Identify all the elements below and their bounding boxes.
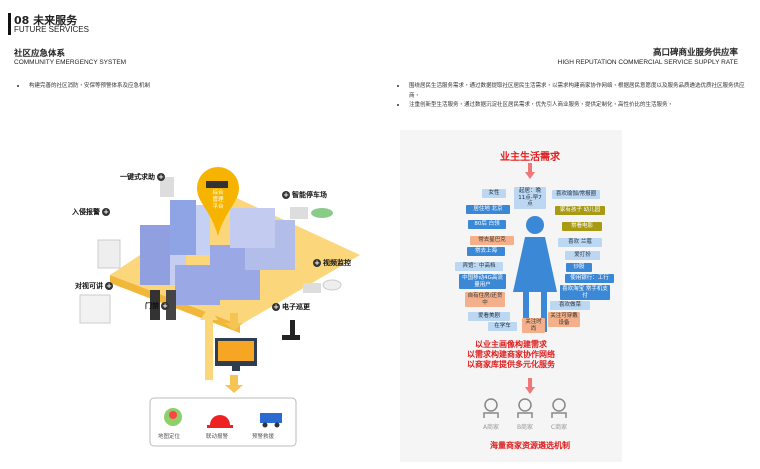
page-subtitle: FUTURE SERVICES	[14, 25, 89, 34]
need-tag: 喜欢 兰蔻	[558, 238, 602, 247]
page-title: 08 未来服务	[14, 14, 78, 27]
label-video-intercom[interactable]: 对视可讲+	[75, 282, 113, 290]
need-tag: 中国移动4G高流量用户	[459, 274, 506, 289]
need-tag: 喜欢瑜伽/常报圈	[552, 190, 600, 199]
need-tag: 炒股	[566, 263, 592, 272]
merchant-icon	[517, 398, 533, 418]
left-section-subtitle: COMMUNITY EMERGENCY SYSTEM	[14, 59, 127, 66]
need-tag: 使用银行：工行	[565, 274, 614, 283]
need-tag: 喜欢淘宝 常手机支付	[560, 285, 610, 300]
right-section-subtitle: HIGH REPUTATION COMMERCIAL SERVICE SUPPL…	[557, 59, 738, 66]
woman-figure-icon	[513, 216, 557, 332]
plus-icon: +	[105, 282, 113, 290]
needs-heading: 业主生活需求	[500, 152, 560, 163]
need-tag: 起居：晚11点-早7点	[514, 187, 546, 209]
right-section-title: 高口碑商业服务供应率	[652, 48, 738, 58]
need-tag: 常看电影	[562, 222, 602, 231]
plus-icon: +	[272, 303, 280, 311]
label-patrol[interactable]: +电子巡更	[272, 303, 310, 311]
label-access-control[interactable]: 门禁+	[145, 302, 169, 310]
need-tag: 家有孩子 幼儿园	[555, 206, 605, 215]
merchant-list: A商家 B商家 C商家	[482, 398, 568, 431]
label-linked-alarm: 联动报警	[206, 434, 229, 440]
need-tag: 自有住房/还贷中	[465, 292, 505, 307]
need-tag: 80后 白领	[468, 220, 506, 229]
need-tag: 爱打扮	[565, 251, 600, 260]
merchant-selection-footer: 海量商家资源遴选机制	[490, 441, 570, 450]
need-tag: 女性	[482, 189, 506, 198]
left-bullet: 构建完善的社区消防・安保等预警体系及应急机制	[17, 81, 150, 91]
label-rescue: 预警救援	[252, 434, 275, 440]
owner-needs-diagram: 业主生活需求 女性起居：晚11点-早7点喜欢瑜伽/常报圈居住地 北京 家有孩子 幼…	[400, 130, 622, 462]
need-tag: 常去上海	[467, 247, 505, 256]
need-tag: 宾馆：中高档	[455, 262, 503, 271]
strategy-lines: 以业主画像构建需求以需求构建商家协作网络以商家库提供多元化服务	[467, 340, 555, 369]
platform-label: 综合管理平台	[212, 190, 224, 210]
need-tag: 爱看美剧	[468, 312, 510, 321]
plus-icon: +	[157, 173, 165, 181]
right-bullet: 注重创新型生活服务・通过数据沉淀社区居民需求・优先引人商业服务・提供定制化・高性…	[397, 100, 747, 110]
label-map-location: 地图定位	[158, 434, 181, 440]
need-tag: 居住地 北京	[466, 205, 510, 214]
need-tag: 关注时尚	[522, 318, 545, 333]
label-video-surveillance[interactable]: +视频监控	[313, 259, 351, 267]
label-one-key-help[interactable]: 一键式求助+	[120, 173, 165, 181]
label-intrusion-alarm[interactable]: 入侵报警+	[72, 208, 110, 216]
plus-icon: +	[161, 302, 169, 310]
need-tag: 常去星巴克	[470, 236, 514, 245]
plus-icon: +	[282, 191, 290, 199]
merchant-icon	[551, 398, 567, 418]
smart-community-diagram: 综合管理平台 一键式求助+ 入侵报警+ +智能停车场 +视频监控 对视可讲+ 门…	[70, 155, 380, 455]
left-section-title: 社区应急体系	[14, 49, 66, 59]
plus-icon: +	[102, 208, 110, 216]
label-smart-parking[interactable]: +智能停车场	[282, 191, 327, 199]
merchant-icon	[483, 398, 499, 418]
need-tag: 在学车	[488, 322, 517, 331]
merchant-b: B商家	[516, 398, 534, 431]
header-bar	[8, 13, 11, 35]
community-illustration	[79, 166, 360, 447]
merchant-a: A商家	[482, 398, 500, 431]
down-arrow-icon	[525, 163, 535, 179]
need-tag: 喜欢做菜	[550, 301, 590, 310]
merchant-c: C商家	[550, 398, 568, 431]
right-bullet: 围绕居民生活服务需求・通过数据提取社区居民生活需求・以需求构建商家协作网络・根据…	[397, 81, 747, 101]
down-arrow-icon	[525, 378, 535, 394]
need-tag: 关注可穿戴设备	[548, 312, 580, 327]
plus-icon: +	[313, 259, 321, 267]
